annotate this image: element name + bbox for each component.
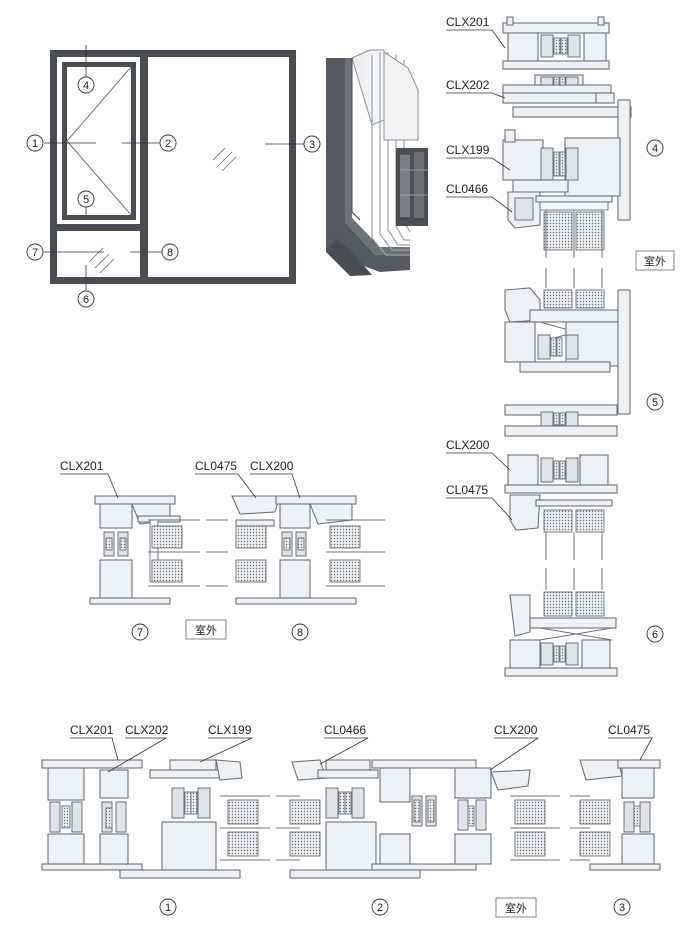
profile-clx201-large xyxy=(41,759,143,871)
profile-cl0466-large xyxy=(289,759,421,879)
label-clx199-large: CLX199 xyxy=(208,723,252,737)
svg-text:6: 6 xyxy=(652,629,658,641)
profile-clx201-small xyxy=(89,495,176,605)
svg-text:7: 7 xyxy=(32,247,38,259)
label-clx201-vertical: CLX201 xyxy=(446,15,490,29)
vertical-marker-4: 4 xyxy=(646,139,664,157)
exterior-label-small: 室外 xyxy=(185,619,227,640)
window-elevation: 4 1 2 3 5 7 8 6 xyxy=(26,45,321,308)
profile-clx200-large xyxy=(454,767,560,865)
profile-clx199-large xyxy=(119,759,243,879)
label-clx202-vertical: CLX202 xyxy=(446,78,490,92)
small-marker-8: 8 xyxy=(291,623,309,641)
glass-unit-8 xyxy=(326,519,385,587)
svg-text:室外: 室外 xyxy=(505,901,527,915)
glass-unit-7 xyxy=(148,519,228,587)
svg-text:3: 3 xyxy=(619,902,625,914)
svg-text:6: 6 xyxy=(83,294,89,306)
svg-text:5: 5 xyxy=(83,194,89,206)
profile-clx200-transom-vertical xyxy=(504,268,631,437)
svg-text:室外: 室外 xyxy=(195,623,217,637)
label-clx199-vertical: CLX199 xyxy=(446,143,490,157)
elevation-marker-7: 7 xyxy=(26,243,44,261)
profile-clx201-vertical xyxy=(502,16,610,70)
label-cl0475-large: CL0475 xyxy=(608,723,650,737)
svg-text:4: 4 xyxy=(83,80,89,92)
horizontal-section-small: CLX201 CL0475 CLX200 7 室外 8 xyxy=(60,459,385,641)
vertical-section-labels: CLX201 CLX202 CLX199 CL0466 CLX200 CL047… xyxy=(446,15,513,521)
svg-text:5: 5 xyxy=(652,397,658,409)
profile-cl0475-vertical xyxy=(509,494,613,560)
svg-text:1: 1 xyxy=(32,138,38,150)
label-cl0466-vertical: CL0466 xyxy=(446,182,488,196)
small-marker-7: 7 xyxy=(131,623,149,641)
large-marker-3: 3 xyxy=(613,898,631,916)
label-clx200-large: CLX200 xyxy=(494,723,538,737)
profile-cl0475-large xyxy=(570,759,661,871)
large-marker-1: 1 xyxy=(159,898,177,916)
exterior-label-vertical: 室外 xyxy=(635,250,675,271)
profile-clx200-small xyxy=(231,495,357,605)
profile-clx202-large xyxy=(99,769,129,865)
label-clx200-vertical: CLX200 xyxy=(446,438,490,452)
large-marker-2: 2 xyxy=(371,898,389,916)
svg-text:8: 8 xyxy=(167,247,173,259)
label-clx201-large: CLX201 xyxy=(70,723,114,737)
label-clx202-large: CLX202 xyxy=(125,723,169,737)
label-clx201-small: CLX201 xyxy=(60,459,104,473)
elevation-marker-2: 2 xyxy=(159,134,177,152)
profile-cl0466-vertical xyxy=(507,191,541,229)
profile-clx202-vertical xyxy=(502,74,615,104)
profile-3d-render xyxy=(326,49,428,276)
horizontal-section-large: CLX201 CLX202 CLX199 CL0466 CLX200 CL047… xyxy=(41,723,661,918)
elevation-marker-8: 8 xyxy=(161,243,179,261)
label-cl0466-large: CL0466 xyxy=(324,723,366,737)
svg-text:8: 8 xyxy=(297,627,303,639)
glass-unit-top xyxy=(535,195,613,258)
vertical-marker-6: 6 xyxy=(646,625,664,643)
label-cl0475-vertical: CL0475 xyxy=(446,483,488,497)
svg-text:7: 7 xyxy=(137,627,143,639)
vertical-marker-5: 5 xyxy=(646,393,664,411)
svg-text:1: 1 xyxy=(165,902,171,914)
elevation-marker-4: 4 xyxy=(77,76,95,94)
glass-unit-1 xyxy=(220,795,300,861)
profile-bottom-vertical xyxy=(504,568,618,677)
exterior-label-large: 室外 xyxy=(495,897,537,918)
elevation-marker-6: 6 xyxy=(77,290,95,308)
svg-text:2: 2 xyxy=(165,138,171,150)
profile-clx199-vertical xyxy=(502,99,632,221)
svg-text:2: 2 xyxy=(377,902,383,914)
elevation-marker-3: 3 xyxy=(303,135,321,153)
profile-mullion-large xyxy=(371,759,477,871)
elevation-marker-1: 1 xyxy=(26,134,44,152)
svg-text:3: 3 xyxy=(309,139,315,151)
vertical-section: 室外 xyxy=(446,15,675,677)
svg-text:4: 4 xyxy=(652,143,658,155)
label-clx200-small: CLX200 xyxy=(250,459,294,473)
elevation-marker-5: 5 xyxy=(77,190,95,208)
label-cl0475-small: CL0475 xyxy=(195,459,237,473)
svg-text:室外: 室外 xyxy=(644,254,666,268)
profile-clx200-lower-vertical xyxy=(504,454,618,494)
